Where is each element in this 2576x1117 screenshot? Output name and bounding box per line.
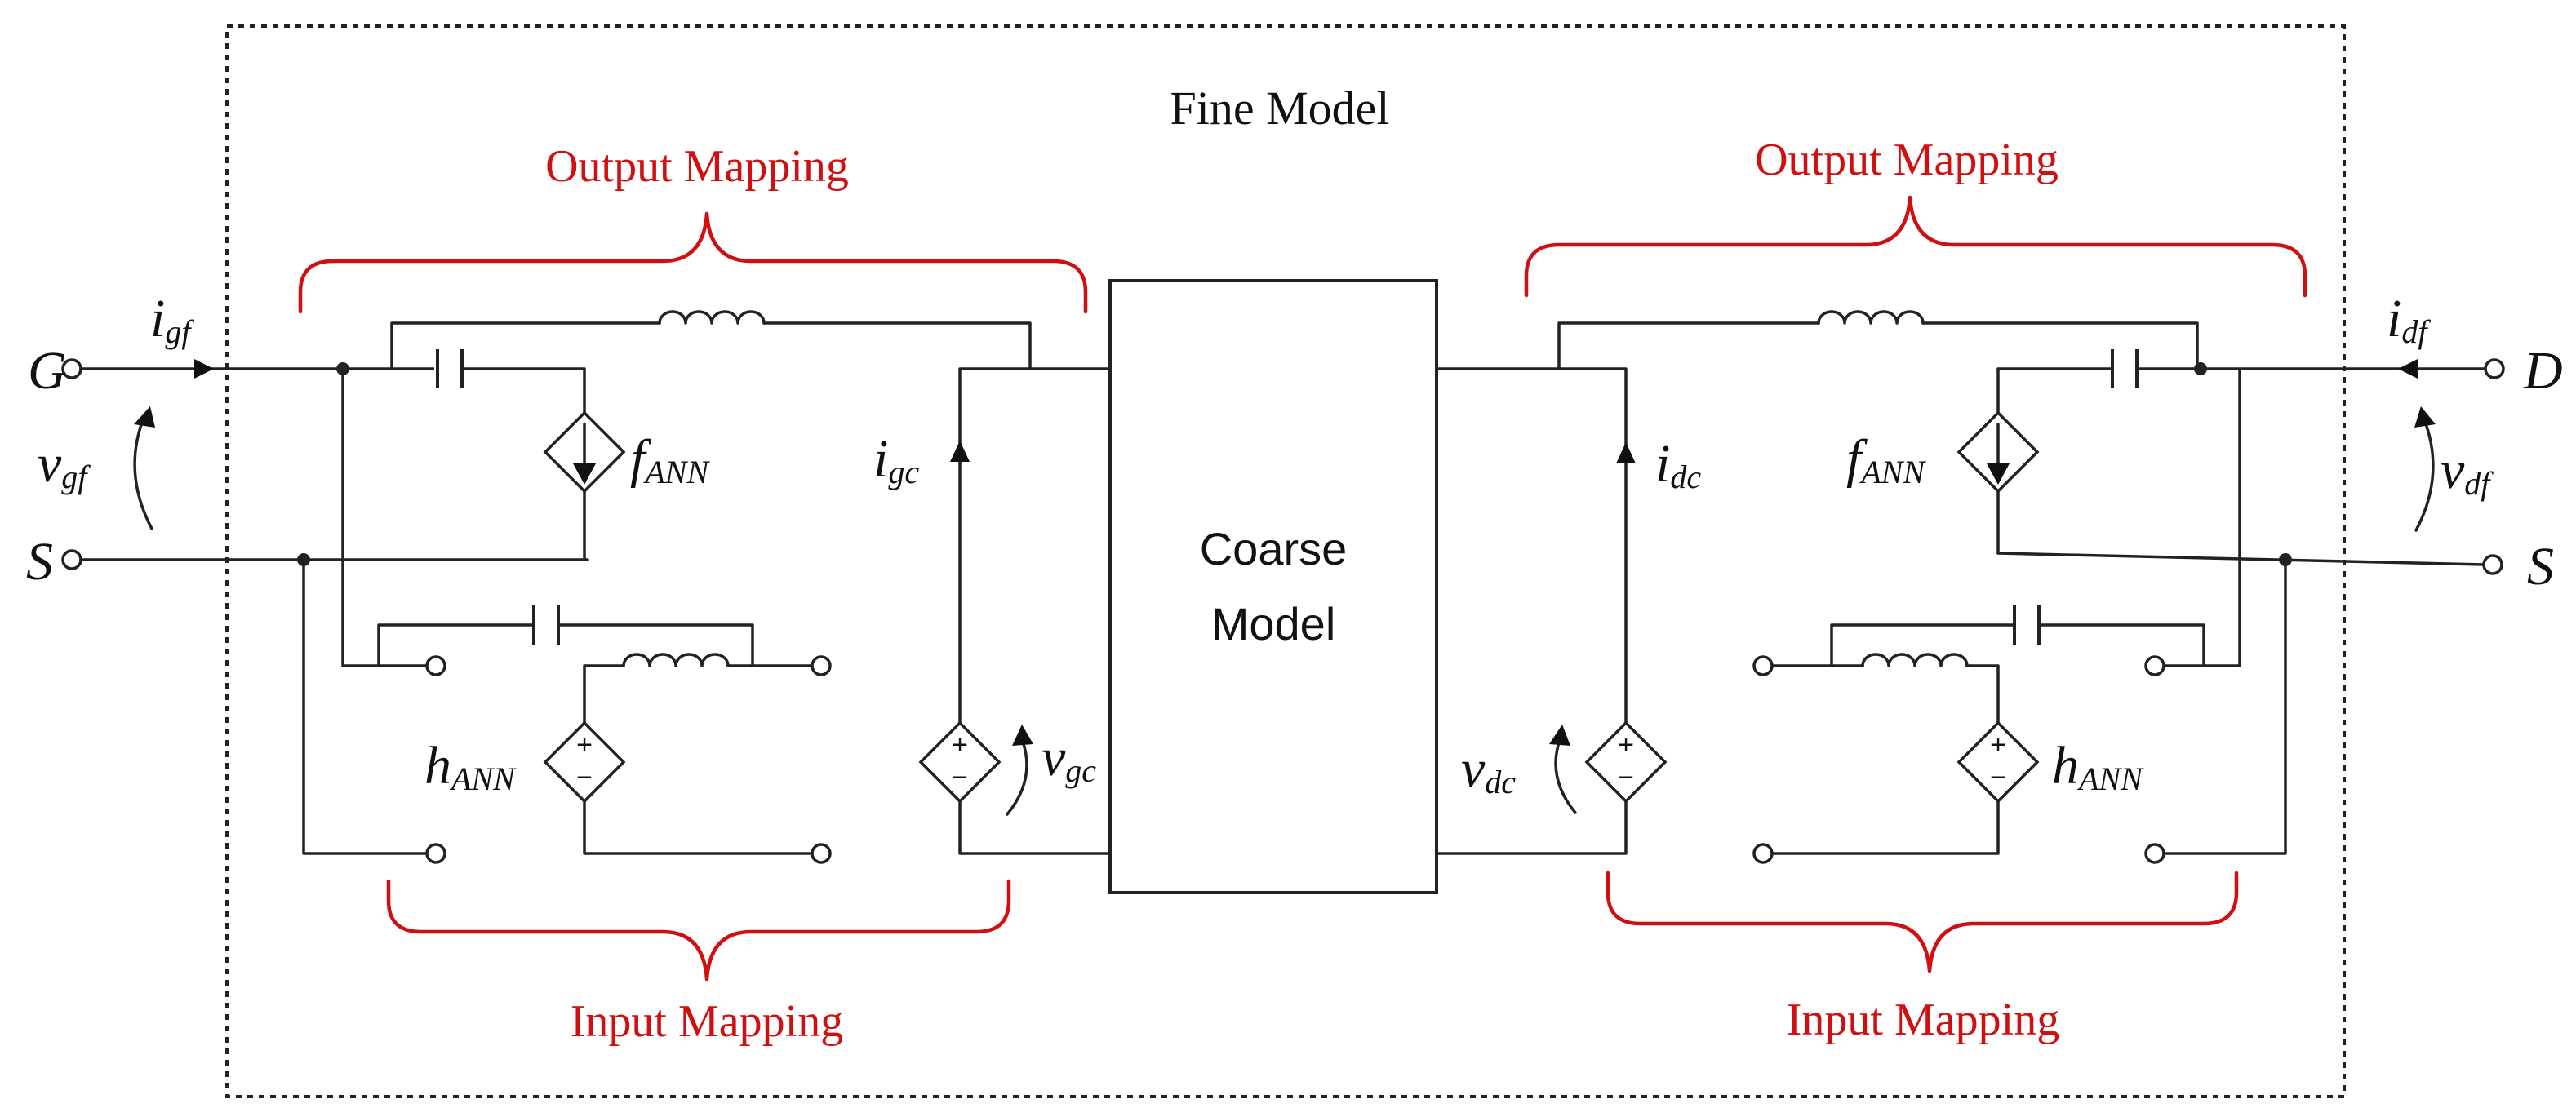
left-gc-voltage-arc [1006, 738, 1028, 816]
terminal-d-label: D [2523, 341, 2563, 401]
left-input-inductor-wire [583, 664, 625, 725]
right-dc-current-arrow [1616, 442, 1636, 463]
left-switch-terminal-4 [425, 843, 446, 864]
right-source-drop [2163, 558, 2287, 855]
right-hann-label: hANN [2052, 736, 2144, 797]
right-dc-voltage-arrowhead [1549, 725, 1570, 746]
left-switch-terminal-1 [425, 655, 446, 676]
right-dc-plus: + [1618, 729, 1634, 760]
coarse-model-block [1108, 279, 1438, 894]
right-output-mapping-label: Output Mapping [1755, 135, 2059, 185]
left-gc-voltage-arrowhead [1012, 725, 1033, 746]
left-source-drop [302, 558, 428, 855]
left-switch-terminal-3 [811, 843, 832, 864]
left-input-capacitor [532, 605, 560, 645]
right-cap-bus-left [1771, 623, 2016, 667]
right-fann-label: fANN [1846, 429, 1926, 490]
gate-current-label: igf [150, 289, 194, 350]
drain-current-label: idf [2387, 289, 2431, 350]
left-gc-voltage-label: vgc [1042, 728, 1096, 789]
left-gc-minus: − [952, 762, 968, 793]
right-dc-minus: − [1618, 762, 1634, 793]
left-top-inductor [658, 310, 766, 325]
left-input-mapping-label: Input Mapping [571, 996, 843, 1047]
right-input-mapping-brace [1606, 871, 2239, 973]
right-switch-terminal-3 [1752, 843, 1774, 864]
left-hann-wire-bottom [583, 800, 813, 855]
left-switch-terminal-2 [811, 655, 832, 676]
left-output-mapping-label: Output Mapping [545, 141, 849, 192]
left-hann-label: hANN [424, 736, 517, 797]
right-input-inductor-wire [1965, 664, 2000, 725]
left-gc-current-arrow [950, 441, 970, 462]
right-switch-terminal-4 [2144, 843, 2165, 864]
drain-voltage-arrowhead [2414, 406, 2436, 428]
right-top-wire-right [1921, 321, 2199, 370]
gate-voltage-arc [133, 416, 153, 530]
left-input-inductor [622, 653, 730, 667]
gate-voltage-label: vgf [38, 434, 91, 495]
right-dc-voltage-label: vdc [1461, 739, 1516, 800]
coarse-model-label-line2: Model [1211, 598, 1336, 649]
drain-voltage-arc [2414, 418, 2435, 532]
terminal-d [2484, 358, 2505, 379]
right-hann-minus: − [1990, 762, 2006, 793]
fine-model-title: Fine Model [1170, 82, 1389, 135]
left-output-mapping-brace [298, 211, 1088, 314]
right-dc-voltage-arc [1554, 736, 1577, 814]
terminal-s-right-label: S [2527, 537, 2554, 596]
coarse-model-label-line1: Coarse [1200, 523, 1348, 574]
left-fann-label: fANN [630, 429, 710, 490]
left-input-mapping-brace [386, 879, 1011, 982]
right-hann-plus: + [1990, 729, 2006, 760]
right-fann-arrowhead [1987, 463, 2010, 485]
right-top-inductor [1817, 310, 1925, 325]
right-switch-terminal-2 [1752, 655, 1774, 676]
right-dc-current-label: idc [1655, 434, 1701, 495]
right-input-capacitor [2013, 605, 2041, 645]
gate-current-arrow [194, 359, 214, 379]
right-switch-terminal-1 [2144, 655, 2165, 676]
terminal-g-label: G [28, 341, 67, 401]
left-cap-bus-right [557, 623, 813, 667]
right-input-inductor [1861, 653, 1969, 667]
right-drain-drop [2163, 367, 2241, 667]
left-mapping-circuit: Output Mapping Input Mapping G S igf vgf [26, 141, 1112, 1047]
terminal-s-right [2482, 554, 2503, 575]
right-top-wire [1557, 321, 1820, 370]
terminal-s-left [61, 549, 82, 570]
right-capacitor [2111, 349, 2139, 388]
left-cap-bus [377, 623, 534, 667]
left-gc-top-wire [958, 367, 1112, 725]
right-hann-wire-bottom [1771, 800, 2000, 855]
right-output-mapping-brace [1524, 195, 2307, 298]
terminal-s-left-label: S [26, 532, 53, 592]
left-gc-bottom-wire [958, 800, 1112, 855]
drain-current-arrow [2398, 359, 2418, 379]
left-top-wire [390, 321, 661, 370]
left-top-wire-right [762, 321, 1032, 370]
left-hann-minus: − [576, 762, 593, 793]
right-cap-bus [2039, 623, 2205, 667]
left-gate-drop [341, 367, 428, 667]
left-gc-current-label: igc [873, 429, 919, 490]
right-input-mapping-label: Input Mapping [1787, 995, 2059, 1045]
right-dc-bottom-wire [1435, 800, 1628, 855]
gate-voltage-arrowhead [134, 406, 155, 428]
right-dc-top-wire [1435, 367, 1628, 725]
left-fann-arrowhead [573, 463, 596, 485]
right-mapping-circuit: Output Mapping Input Mapping D S idf vdf [1435, 135, 2563, 1045]
left-hann-plus: + [576, 729, 593, 760]
drain-voltage-label: vdf [2441, 441, 2494, 502]
left-gc-plus: + [952, 729, 968, 760]
